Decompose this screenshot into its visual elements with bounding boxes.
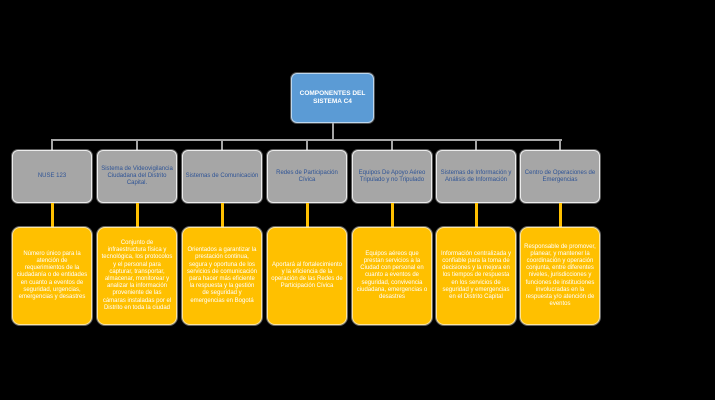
drop-connector — [306, 139, 308, 150]
node-videovigilancia: Sistema de Videovigilancia Ciudadana del… — [97, 150, 177, 203]
desc-connector — [474, 203, 478, 227]
desc-connector — [305, 203, 309, 227]
node-apoyo-aereo: Equipos De Apoyo Aéreo Tripulado y no Tr… — [352, 150, 432, 203]
column-videovigilancia: Sistema de Videovigilancia Ciudadana del… — [97, 139, 177, 325]
drop-connector — [559, 139, 561, 150]
desc-informacion-analisis: Información centralizada y confiable par… — [436, 227, 516, 325]
node-nuse-123: NUSE 123 — [12, 150, 92, 203]
desc-redes-participacion: Aportará al fortalecimiento y la eficien… — [267, 227, 347, 325]
column-comunicacion: Sistemas de Comunicación Orientados a ga… — [182, 139, 262, 325]
desc-comunicacion: Orientados a garantizar la prestación co… — [182, 227, 262, 325]
node-redes-participacion: Redes de Participación Cívica — [267, 150, 347, 203]
column-redes-participacion: Redes de Participación Cívica Aportará a… — [267, 139, 347, 325]
column-nuse-123: NUSE 123 Número único para la atención d… — [12, 139, 92, 325]
node-informacion-analisis: Sistemas de Información y Análisis de In… — [436, 150, 516, 203]
desc-connector — [220, 203, 224, 227]
desc-connector — [390, 203, 394, 227]
drop-connector — [51, 139, 53, 150]
desc-videovigilancia: Conjunto de infraestructura física y tec… — [97, 227, 177, 325]
root-connector-stub — [332, 123, 334, 140]
node-centro-operaciones: Centro de Operaciones de Emergencias — [520, 150, 600, 203]
desc-connector — [558, 203, 562, 227]
desc-connector — [50, 203, 54, 227]
desc-nuse-123: Número único para la atención de requeri… — [12, 227, 92, 325]
drop-connector — [475, 139, 477, 150]
column-informacion-analisis: Sistemas de Información y Análisis de In… — [436, 139, 516, 325]
drop-connector — [221, 139, 223, 150]
root-node: COMPONENTES DEL SISTEMA C4 — [291, 73, 374, 123]
column-centro-operaciones: Centro de Operaciones de Emergencias Res… — [520, 139, 600, 325]
node-comunicacion: Sistemas de Comunicación — [182, 150, 262, 203]
desc-centro-operaciones: Responsable de promover, planear, y mant… — [520, 227, 600, 325]
drop-connector — [391, 139, 393, 150]
desc-apoyo-aereo: Equipos aéreos que prestan servicios a l… — [352, 227, 432, 325]
drop-connector — [136, 139, 138, 150]
desc-connector — [135, 203, 139, 227]
column-apoyo-aereo: Equipos De Apoyo Aéreo Tripulado y no Tr… — [352, 139, 432, 325]
